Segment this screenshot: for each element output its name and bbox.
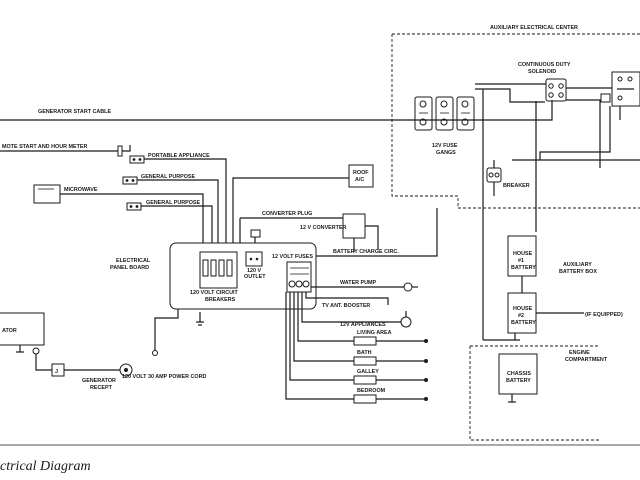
aux-box-label-1: AUXILIARY [563,262,592,268]
if-equipped-label: (IF EQUIPPED) [585,312,623,318]
house2-label-3: BATTERY [511,320,536,326]
bath-circuit: BATH [293,292,428,366]
continuous-duty-solenoid: CONTINUOUS DUTY SOLENOID [518,62,571,102]
tv-booster: TV ANT. BOOSTER [305,292,389,309]
converter: CONVERTER PLUG 12 V CONVERTER [239,211,379,252]
aux-center-label: AUXILIARY ELECTRICAL CENTER [490,25,578,31]
microwave: MICROWAVE [33,184,204,252]
general-purpose-label-2: GENERAL PURPOSE [146,200,201,206]
roof-ac-label-2: A/C [355,177,364,183]
bedroom-label: BEDROOM [357,388,386,394]
auxiliary-electrical-center: AUXILIARY ELECTRICAL CENTER [391,25,640,209]
auxiliary-battery-box: AUXILIARY BATTERY BOX HOUSE #1 BATTERY H… [507,235,623,340]
diagram-caption: ctrical Diagram [0,459,91,474]
volt-fuses-label: 12 VOLT FUSES [272,254,313,260]
galley-label: GALLEY [357,369,379,375]
engine-label-2: COMPARTMENT [565,357,608,363]
converter-label: 12 V CONVERTER [300,225,347,231]
gen-start-label: GENERATOR START CABLE [38,109,111,115]
aux-relay [600,71,640,107]
bath-label: BATH [357,350,372,356]
microwave-label: MICROWAVE [64,187,98,193]
engine-label-1: ENGINE [569,350,590,356]
roof-ac: ROOF A/C [232,164,374,252]
gen-recept-label-2: RECEPT [90,385,113,391]
breakers-label-2: BREAKERS [205,297,236,303]
generator: ATOR J GENERATOR RECEPT 120 VOLT 30 AMP … [0,309,206,391]
v12-appliances: 12V APPLIANCES [301,292,412,328]
appliances-label: 12V APPLIANCES [340,322,386,328]
bedroom-circuit: BEDROOM [285,292,428,404]
generator-start-cable: GENERATOR START CABLE [0,100,553,121]
house1-label-1: HOUSE [513,251,533,257]
power-cord-label: 120 VOLT 30 AMP POWER CORD [122,374,206,380]
panel-label-2: PANEL BOARD [110,265,149,271]
tv-booster-label: TV ANT. BOOSTER [322,303,370,309]
house1-label-3: BATTERY [511,265,536,271]
panel-label-1: ELECTRICAL [116,258,151,264]
fuse-gangs: 12V FUSE GANGS [414,96,475,156]
battery-charge-circuit: BATTERY CHARGE CIRC. [310,208,438,257]
general-purpose-label-1: GENERAL PURPOSE [141,174,196,180]
solenoid-label-1: CONTINUOUS DUTY [518,62,571,68]
chassis-label-2: BATTERY [506,378,531,384]
general-purpose-circuit-1: GENERAL PURPOSE [122,174,219,252]
water-pump-label: WATER PUMP [340,280,377,286]
remote-start-label: MOTE START AND HOUR METER [2,144,87,150]
living-area-circuit: LIVING AREA [297,292,428,346]
converter-plug-label: CONVERTER PLUG [262,211,312,217]
outlet-label-2: OUTLET [244,274,266,280]
engine-compartment: ENGINE COMPARTMENT CHASSIS BATTERY [469,345,608,441]
fuse-gangs-label-1: 12V FUSE [432,143,458,149]
general-purpose-circuit-2: GENERAL PURPOSE [126,200,213,252]
galley-circuit: GALLEY [289,292,428,385]
outlet-label-1: 120 V [247,268,261,274]
chassis-label-1: CHASSIS [507,371,531,377]
solenoid-label-2: SOLENOID [528,69,556,75]
electrical-panel-board: ELECTRICAL PANEL BOARD 120 VOLT CIRCUIT … [110,242,317,326]
house2-label-1: HOUSE [513,306,533,312]
portable-appliance-circuit: PORTABLE APPLIANCE [129,153,227,252]
battery-charge-label: BATTERY CHARGE CIRC. [333,249,399,255]
j-label: J [55,369,58,375]
breaker-label: BREAKER [503,183,530,189]
portable-appliance-label: PORTABLE APPLIANCE [148,153,210,159]
gen-recept-label-1: GENERATOR [82,378,116,384]
generator-label: ATOR [2,328,17,334]
living-area-label: LIVING AREA [357,330,392,336]
aux-box-label-2: BATTERY BOX [559,269,597,275]
house2-label-2: #2 [518,313,524,319]
fuse-gangs-label-2: GANGS [436,150,456,156]
breakers-label-1: 120 VOLT CIRCUIT [190,290,239,296]
roof-ac-label-1: ROOF [353,170,369,176]
aux-wiring [475,83,640,341]
house1-label-2: #1 [518,258,524,264]
remote-start: MOTE START AND HOUR METER [0,144,131,157]
water-pump: WATER PUMP [311,280,418,292]
